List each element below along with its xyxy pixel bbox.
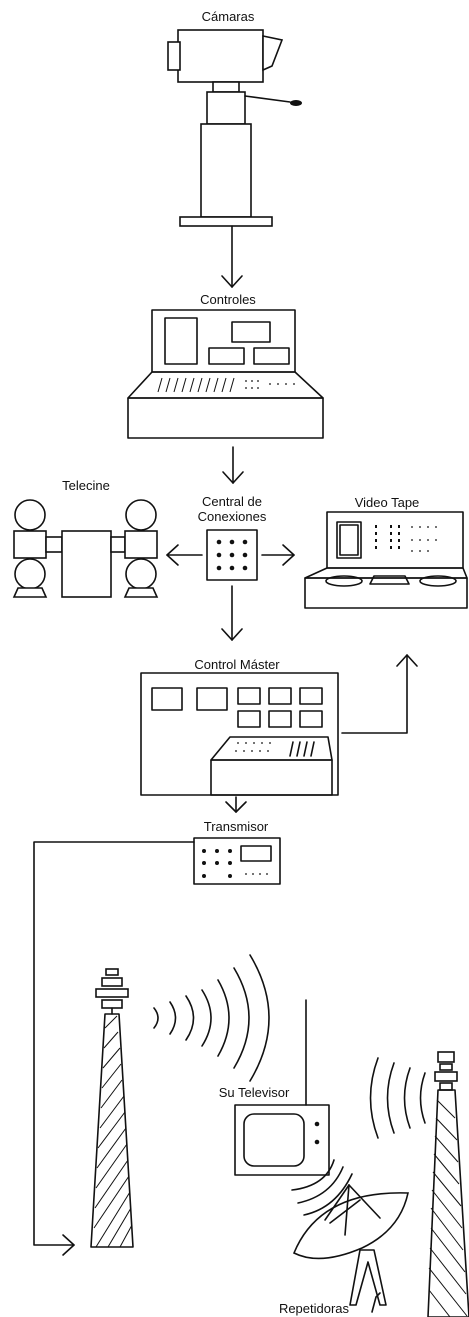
label-central: Central de Conexiones bbox=[182, 494, 282, 524]
label-controles: Controles bbox=[200, 292, 256, 307]
label-central-line2: Conexiones bbox=[197, 509, 267, 524]
radio-waves-icon bbox=[153, 954, 270, 1082]
arrow-central-to-videotape bbox=[261, 544, 295, 566]
patch-panel-icon bbox=[206, 529, 258, 581]
arrow-master-to-videotape bbox=[341, 654, 418, 734]
television-icon bbox=[234, 999, 330, 1176]
arrow-camera-to-controls bbox=[221, 225, 243, 288]
label-telecine: Telecine bbox=[62, 478, 110, 493]
telecine-icon bbox=[12, 499, 159, 598]
label-video-tape: Video Tape bbox=[354, 495, 420, 510]
arrow-master-to-transmitter bbox=[225, 796, 247, 813]
arrow-central-to-telecine bbox=[166, 544, 203, 566]
master-control-icon bbox=[140, 672, 339, 796]
satellite-dish-icon bbox=[292, 1184, 409, 1306]
videotape-machine-icon bbox=[304, 511, 468, 609]
repeater-waves-icon bbox=[369, 1057, 426, 1139]
camera-icon bbox=[167, 29, 302, 227]
repetidoras-pointer bbox=[371, 1292, 381, 1313]
broadcast-tower-icon bbox=[90, 968, 134, 1248]
transmitter-icon bbox=[193, 837, 281, 885]
control-console-icon bbox=[127, 309, 324, 439]
label-transmisor: Transmisor bbox=[203, 819, 269, 834]
label-repetidoras: Repetidoras bbox=[278, 1301, 350, 1316]
label-central-line1: Central de bbox=[202, 494, 262, 509]
arrow-transmitter-to-tower bbox=[33, 841, 195, 1256]
label-camaras: Cámaras bbox=[201, 9, 255, 24]
label-su-televisor: Su Televisor bbox=[218, 1085, 290, 1100]
repeater-tower-icon bbox=[427, 1051, 469, 1317]
label-control-master: Control Máster bbox=[194, 657, 280, 672]
arrow-central-to-master bbox=[221, 585, 243, 641]
tv-signal-waves-icon bbox=[291, 1159, 353, 1216]
arrow-controls-to-central bbox=[222, 446, 244, 484]
